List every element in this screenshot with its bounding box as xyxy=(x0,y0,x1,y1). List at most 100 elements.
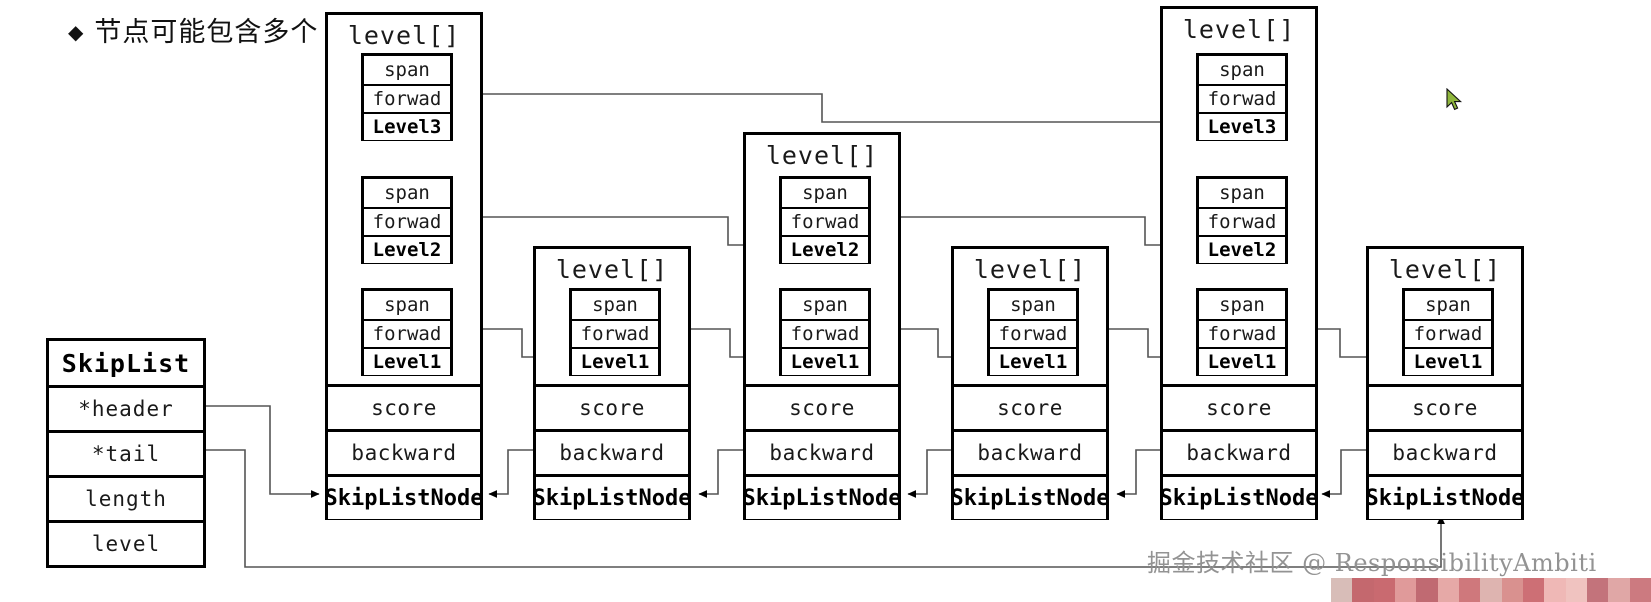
level-name: Level2 xyxy=(364,235,450,263)
strip-segment xyxy=(1586,578,1609,602)
score-cell: score xyxy=(1163,384,1315,429)
level-entry-2-1: span forwad Level1 xyxy=(569,288,661,376)
bottom-color-strip xyxy=(1331,578,1651,602)
node-name-cell: SkipListNode xyxy=(951,474,1109,519)
level-name: Level1 xyxy=(1199,347,1285,375)
strip-segment xyxy=(1501,578,1523,602)
skiplist-field-header: *header xyxy=(49,385,203,430)
forward-label: forwad xyxy=(1199,207,1285,235)
level-entry-6-1: span forwad Level1 xyxy=(1402,288,1494,376)
level-name: Level1 xyxy=(990,347,1076,375)
span-label: span xyxy=(572,291,658,319)
forward-label: forwad xyxy=(990,319,1076,347)
strip-segment xyxy=(1437,578,1459,602)
level-entry-3-2: span forwad Level2 xyxy=(779,176,871,264)
node-name-cell: SkipListNode xyxy=(325,474,483,519)
span-label: span xyxy=(1199,56,1285,84)
skiplistnode-3: level[] span forwad Level2 span forwad L… xyxy=(743,132,901,520)
span-label: span xyxy=(364,56,450,84)
strip-segment xyxy=(1629,578,1651,602)
strip-segment xyxy=(1394,578,1417,602)
node-name-cell: SkipListNode xyxy=(743,474,901,519)
forward-label: forwad xyxy=(364,84,450,112)
strip-segment xyxy=(1352,578,1374,602)
level-array-label-3: level[] xyxy=(765,141,879,170)
score-cell: score xyxy=(746,384,898,429)
skiplist-field-length: length xyxy=(49,475,203,520)
level-array-label-2: level[] xyxy=(555,255,669,284)
level-name: Level3 xyxy=(364,112,450,140)
level-entry-3-1: span forwad Level1 xyxy=(779,288,871,376)
bullet-icon: ◆ xyxy=(68,20,85,44)
skiplistnode-5: level[] span forwad Level3 span forwad L… xyxy=(1160,6,1318,520)
level-array-label-1: level[] xyxy=(347,21,461,50)
level-name: Level3 xyxy=(1199,112,1285,140)
level-entry-5-1: span forwad Level1 xyxy=(1196,288,1288,376)
node-name-cell: SkipListNode xyxy=(1160,474,1318,519)
backward-cell: backward xyxy=(954,429,1106,474)
score-cell: score xyxy=(536,384,688,429)
node-name-cell: SkipListNode xyxy=(1366,474,1524,519)
skiplist-field-level: level xyxy=(49,520,203,565)
span-label: span xyxy=(364,291,450,319)
score-cell: score xyxy=(954,384,1106,429)
level-entry-5-3: span forwad Level3 xyxy=(1196,53,1288,141)
backward-cell: backward xyxy=(536,429,688,474)
level-entry-1-1: span forwad Level1 xyxy=(361,288,453,376)
score-cell: score xyxy=(1369,384,1521,429)
level-name: Level1 xyxy=(364,347,450,375)
node-name-cell: SkipListNode xyxy=(533,474,691,519)
level-name: Level1 xyxy=(572,347,658,375)
level-array-1: level[] span forwad Level3 span forwad L… xyxy=(328,15,480,384)
forward-label: forwad xyxy=(1405,319,1491,347)
span-label: span xyxy=(782,291,868,319)
backward-cell: backward xyxy=(1369,429,1521,474)
forward-label: forwad xyxy=(782,319,868,347)
mouse-pointer-icon xyxy=(1446,88,1463,111)
level-array-label-4: level[] xyxy=(973,255,1087,284)
span-label: span xyxy=(364,179,450,207)
skiplistnode-2: level[] span forwad Level1 score backwar… xyxy=(533,246,691,520)
level-array-6: level[] span forwad Level1 xyxy=(1369,249,1521,384)
strip-segment xyxy=(1608,578,1630,602)
span-label: span xyxy=(1405,291,1491,319)
level-array-3: level[] span forwad Level2 span forwad L… xyxy=(746,135,898,384)
level-name: Level2 xyxy=(782,235,868,263)
level-array-4: level[] span forwad Level1 xyxy=(954,249,1106,384)
level-array-label-5: level[] xyxy=(1182,15,1296,44)
skiplistnode-1: level[] span forwad Level3 span forwad L… xyxy=(325,12,483,520)
level-entry-1-2: span forwad Level2 xyxy=(361,176,453,264)
level-entry-1-3: span forwad Level3 xyxy=(361,53,453,141)
span-label: span xyxy=(1199,291,1285,319)
strip-segment xyxy=(1565,578,1587,602)
backward-cell: backward xyxy=(1163,429,1315,474)
strip-segment xyxy=(1373,578,1395,602)
skiplistnode-6: level[] span forwad Level1 score backwar… xyxy=(1366,246,1524,520)
forward-label: forwad xyxy=(782,207,868,235)
span-label: span xyxy=(990,291,1076,319)
watermark-text: 掘金技术社区 @ ResponsibilityAmbiti xyxy=(1147,549,1597,577)
skiplist-field-tail: *tail xyxy=(49,430,203,475)
level-name: Level2 xyxy=(1199,235,1285,263)
strip-segment xyxy=(1458,578,1481,602)
level-array-2: level[] span forwad Level1 xyxy=(536,249,688,384)
strip-segment xyxy=(1480,578,1502,602)
level-name: Level1 xyxy=(1405,347,1491,375)
level-name: Level1 xyxy=(782,347,868,375)
strip-segment xyxy=(1544,578,1566,602)
forward-label: forwad xyxy=(1199,319,1285,347)
forward-label: forwad xyxy=(364,207,450,235)
level-entry-5-2: span forwad Level2 xyxy=(1196,176,1288,264)
backward-cell: backward xyxy=(746,429,898,474)
span-label: span xyxy=(782,179,868,207)
level-array-label-6: level[] xyxy=(1388,255,1502,284)
strip-segment xyxy=(1331,578,1353,602)
skiplist-title: SkipList xyxy=(49,341,203,385)
strip-segment xyxy=(1522,578,1545,602)
level-entry-4-1: span forwad Level1 xyxy=(987,288,1079,376)
span-label: span xyxy=(1199,179,1285,207)
forward-label: forwad xyxy=(364,319,450,347)
skiplist-struct: SkipList *header *tail length level xyxy=(46,338,206,568)
strip-segment xyxy=(1416,578,1438,602)
